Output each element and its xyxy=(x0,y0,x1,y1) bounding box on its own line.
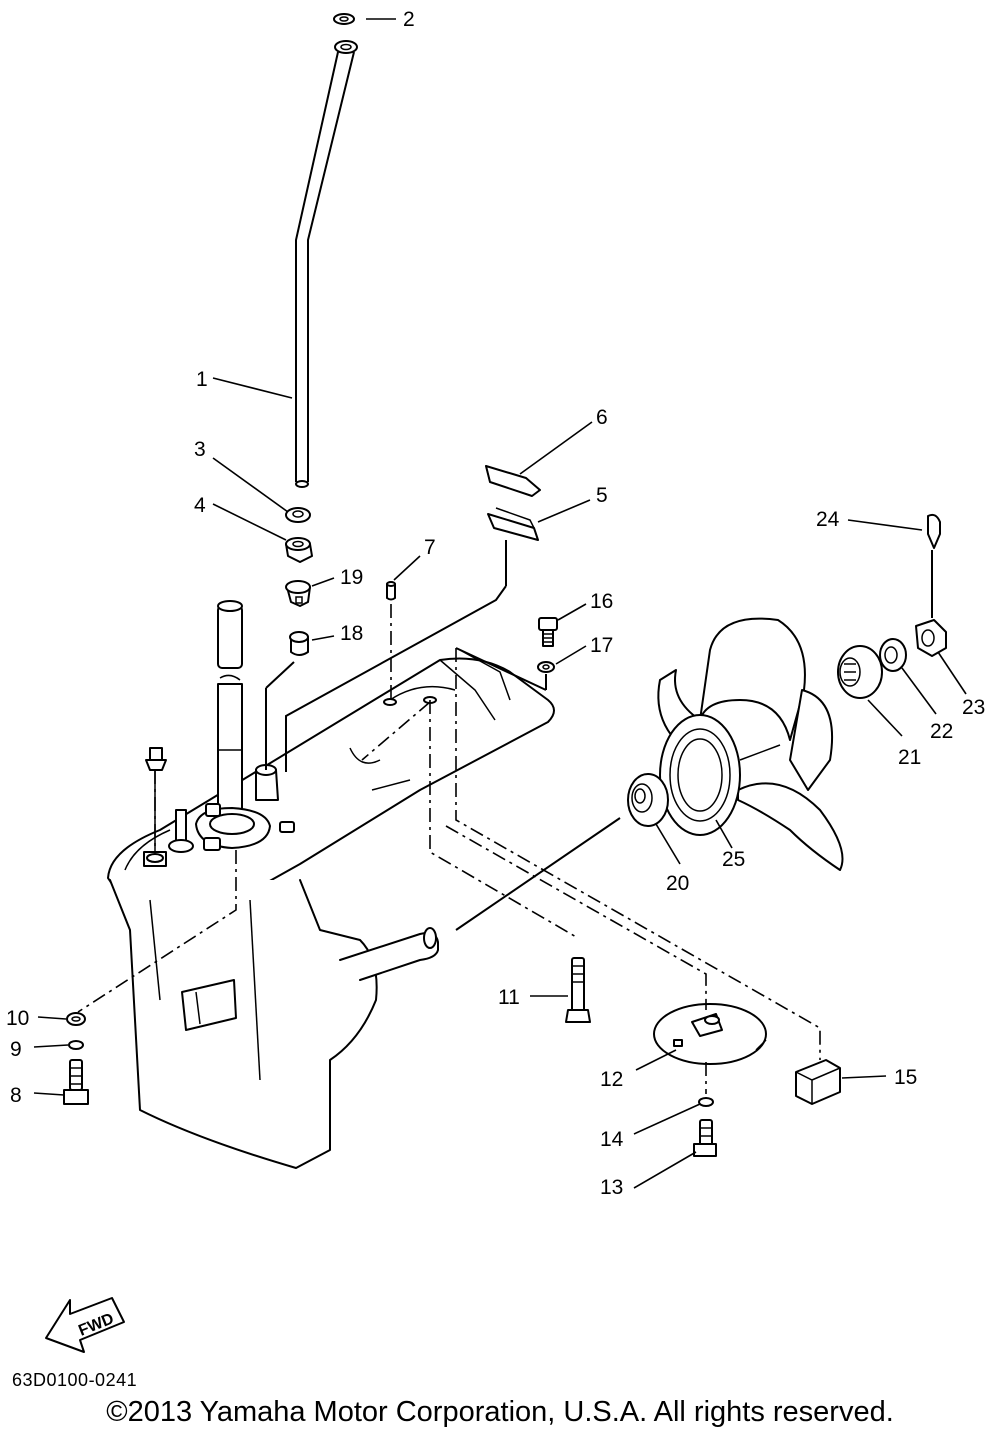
part-8-bolt xyxy=(63,1059,89,1105)
catalog-code: 63D0100-0241 xyxy=(12,1370,138,1390)
part-7-dowel-pin xyxy=(386,581,396,601)
part-3-seal xyxy=(285,507,311,523)
callout-25: 25 xyxy=(722,848,745,871)
callout-24: 24 xyxy=(816,508,840,531)
callout-16: 16 xyxy=(590,590,613,613)
callout-23: 23 xyxy=(962,696,985,719)
part-14-washer xyxy=(698,1097,714,1107)
callout-2: 2 xyxy=(403,8,415,31)
part-13-bolt xyxy=(693,1119,717,1157)
part-2-washer xyxy=(333,13,355,25)
part-6-cover xyxy=(485,465,541,497)
part-12-trim-tab xyxy=(653,1003,767,1065)
callout-3: 3 xyxy=(194,438,206,461)
callout-8: 8 xyxy=(10,1084,22,1107)
part-24-cotter-pin xyxy=(927,513,941,549)
part-16-bolt xyxy=(538,617,558,647)
callout-4: 4 xyxy=(194,494,206,517)
callout-11: 11 xyxy=(498,986,520,1009)
callout-5: 5 xyxy=(596,484,608,507)
part-15-anode xyxy=(795,1059,841,1105)
callout-18: 18 xyxy=(340,622,363,645)
callout-labels: 1 2 3 4 5 6 7 8 9 10 11 12 13 14 15 16 1… xyxy=(6,8,985,1199)
part-22-washer xyxy=(879,638,907,672)
callout-6: 6 xyxy=(596,406,608,429)
copyright-notice: ©2013 Yamaha Motor Corporation, U.S.A. A… xyxy=(106,1396,894,1428)
callout-21: 21 xyxy=(898,746,921,769)
part-25-propeller xyxy=(657,617,844,871)
callout-13: 13 xyxy=(600,1176,623,1199)
part-1-water-tube xyxy=(295,40,358,488)
callout-9: 9 xyxy=(10,1038,22,1061)
part-5-bracket xyxy=(487,507,539,541)
callout-22: 22 xyxy=(930,720,953,743)
assembly-lines xyxy=(77,540,933,1094)
callout-20: 20 xyxy=(666,872,689,895)
part-11-bolt xyxy=(565,957,591,1023)
part-9-lockwasher xyxy=(68,1040,84,1050)
part-19-grommet xyxy=(285,580,311,607)
lower-case-housing xyxy=(107,600,555,1169)
fwd-arrow-icon: FWD xyxy=(45,1297,125,1353)
callout-10: 10 xyxy=(6,1007,29,1030)
callout-17: 17 xyxy=(590,634,613,657)
part-21-spacer xyxy=(837,645,883,699)
part-20-spacer xyxy=(627,773,669,827)
callout-14: 14 xyxy=(600,1128,624,1151)
callout-12: 12 xyxy=(600,1068,623,1091)
part-10-washer xyxy=(66,1012,86,1026)
part-18-collar xyxy=(289,631,309,656)
callout-19: 19 xyxy=(340,566,363,589)
leader-lines xyxy=(33,18,967,1189)
part-17-washer xyxy=(537,661,555,673)
callout-7: 7 xyxy=(424,536,436,559)
callout-1: 1 xyxy=(196,368,208,391)
callout-15: 15 xyxy=(894,1066,917,1089)
part-4-grommet xyxy=(285,537,313,563)
part-23-nut xyxy=(915,619,947,657)
